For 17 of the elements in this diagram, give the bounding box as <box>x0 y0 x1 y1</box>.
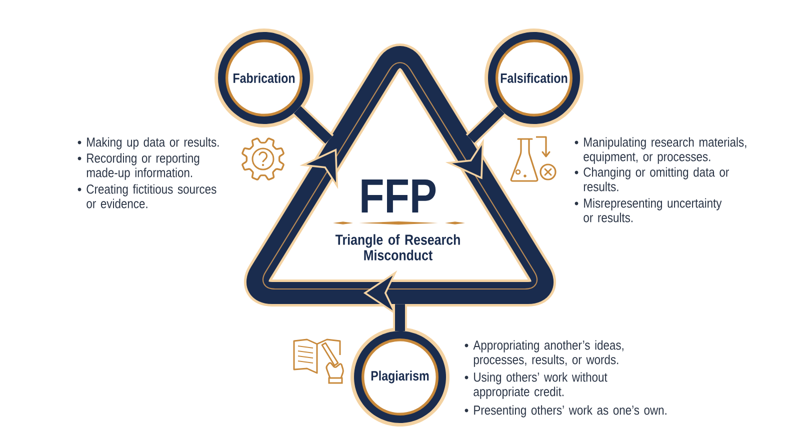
circle-node: Plagiarism <box>350 328 450 426</box>
connector-line <box>292 104 334 146</box>
bullet-text: Creating fictitious sources or evidence. <box>86 184 216 208</box>
connector-line <box>466 105 506 144</box>
bullet-text: Appropriating another’s ideas, processes, results, or words. <box>473 340 624 367</box>
bullet-text: Presenting others’ work as one’s own. <box>474 405 666 418</box>
bullet-text: Changing or omitting data or results. <box>584 167 729 192</box>
bullet-text: Recording or reporting made-up information. <box>86 153 200 180</box>
bullet-text: Using others’ work without appropriate credit. <box>474 372 608 399</box>
heading-text: FFP <box>362 179 436 212</box>
bullet-text: Misrepresenting uncertainty or results. <box>584 198 722 222</box>
bullet-text: Manipulating research materials, equipment, or processes. <box>584 137 746 164</box>
circle-node: Fabrication <box>214 28 314 128</box>
connector-line <box>393 304 407 331</box>
circle-node: Falsification <box>484 28 584 128</box>
subtitle-text: Triangle of Research Misconduct <box>335 234 460 260</box>
bullet-text: Making up data or results. <box>87 137 219 150</box>
